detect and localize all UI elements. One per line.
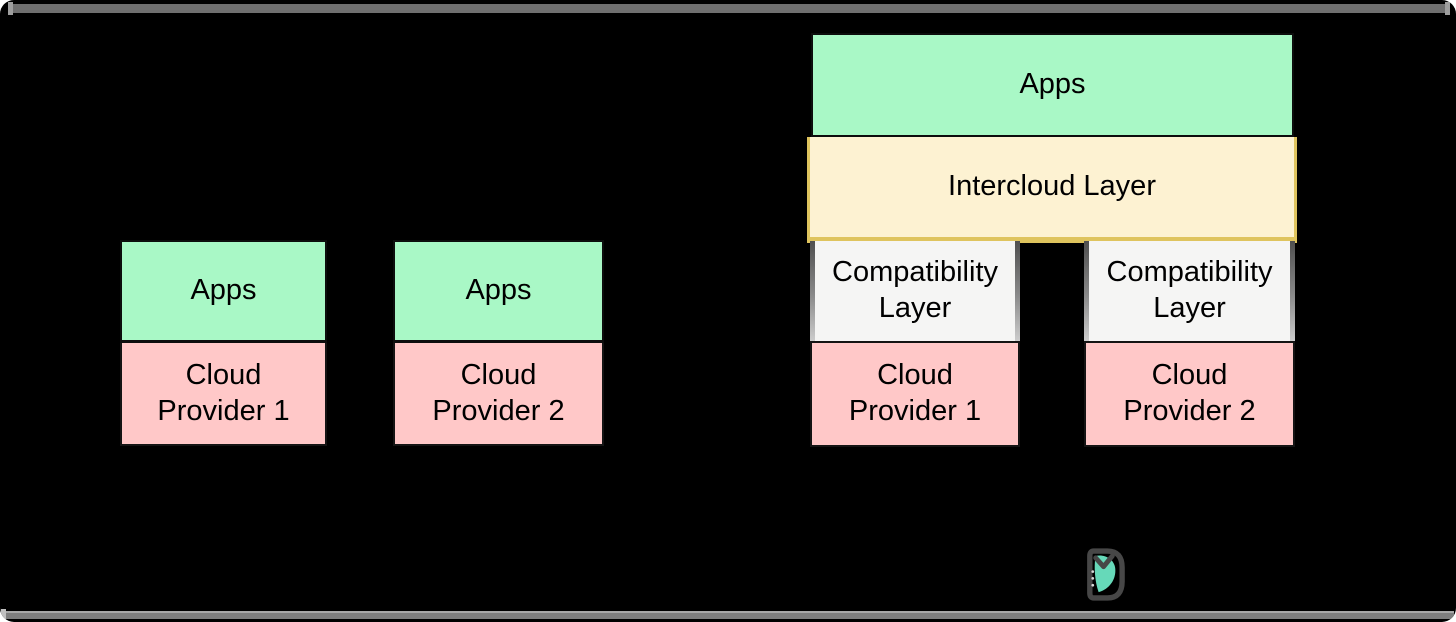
divider-cap — [1445, 2, 1450, 15]
cloud-provider-2-box-intercloud: Cloud Provider 2 — [1084, 341, 1295, 447]
compatibility-layer-label: Compatibility Layer — [832, 256, 998, 324]
cloud-provider-1-box-stack1: Cloud Provider 1 — [120, 343, 327, 446]
cloud-provider-2-label: Cloud Provider 2 — [1123, 359, 1256, 427]
divider-cap — [8, 2, 13, 15]
cloud-provider-1-label: Cloud Provider 1 — [848, 359, 982, 427]
teal-d-mark-icon — [1087, 548, 1125, 601]
apps-box-intercloud: Apps — [811, 33, 1294, 137]
apps-label: Apps — [1019, 68, 1086, 101]
apps-box-stack2: Apps — [393, 240, 604, 343]
cloud-provider-1-label: Cloud Provider 1 — [157, 358, 290, 427]
cloud-provider-2-label: Cloud Provider 2 — [432, 358, 565, 427]
compatibility-layer-label: Compatibility Layer — [1106, 256, 1273, 324]
intercloud-layer-box: Intercloud Layer — [807, 137, 1297, 243]
apps-label: Apps — [190, 274, 257, 307]
apps-box-stack1: Apps — [120, 240, 327, 343]
apps-label: Apps — [465, 274, 532, 307]
compat-side-shade — [1290, 241, 1295, 341]
divider-cap — [1, 609, 6, 620]
compat-side-shade — [810, 241, 815, 341]
compatibility-layer-box-1: Compatibility Layer — [810, 241, 1020, 341]
cloud-provider-1-box-intercloud: Cloud Provider 1 — [810, 341, 1020, 447]
top-divider-bar — [8, 2, 1450, 15]
publisher-logo — [1082, 546, 1127, 603]
bottom-divider-bar — [1, 609, 1454, 620]
compat-side-shade — [1084, 241, 1089, 341]
compatibility-layer-box-2: Compatibility Layer — [1084, 241, 1295, 341]
compat-side-shade — [1015, 241, 1020, 341]
intercloud-layer-label: Intercloud Layer — [948, 170, 1156, 203]
cloud-provider-2-box-stack2: Cloud Provider 2 — [393, 343, 604, 446]
